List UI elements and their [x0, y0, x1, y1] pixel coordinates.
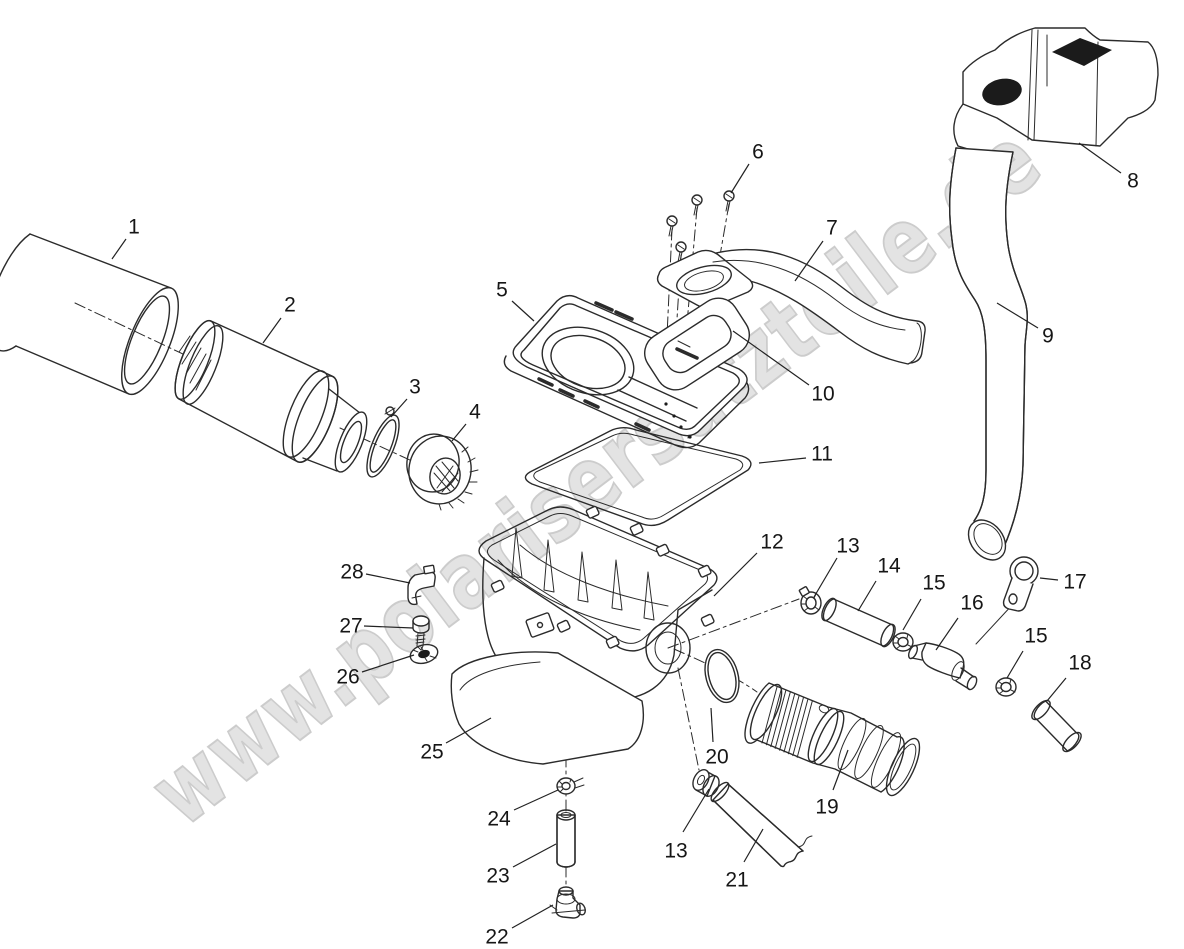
callout-label-14-13: 14 [877, 555, 901, 578]
callout-leader-26-27 [361, 654, 415, 673]
callout-leader-9-8 [996, 302, 1039, 329]
part-13-clamp-upper [798, 586, 822, 615]
callout-leader-13-22 [682, 788, 710, 833]
part-28-clip [407, 564, 436, 606]
callout-leader-15-17 [1006, 650, 1024, 679]
callout-leader-11-10 [758, 457, 807, 464]
part-27-screw [412, 615, 430, 651]
part-3-clamp [366, 406, 400, 478]
part-11-cover-seal [524, 427, 752, 527]
callout-label-7-6: 7 [826, 217, 838, 240]
callout-label-1-0: 1 [128, 216, 140, 239]
part-16-check-valve [907, 642, 978, 691]
callout-leader-22-23 [511, 904, 554, 929]
callout-leader-12-11 [713, 552, 758, 597]
callout-leader-17-16 [1039, 577, 1059, 581]
callout-leader-23-24 [512, 843, 557, 868]
screw-icon [666, 215, 678, 237]
callout-label-20-20: 20 [705, 746, 728, 769]
callout-label-22-23: 22 [485, 926, 508, 949]
part-25-side-cover [450, 651, 645, 765]
callout-label-13-22: 13 [664, 840, 687, 863]
part-23-drain-tube [556, 809, 576, 868]
part-10-gasket-frame [644, 297, 750, 391]
part-1-filter-cover-tube [0, 233, 179, 396]
part-2-filter-element [174, 319, 368, 473]
part-19-intake-boot [744, 682, 921, 797]
callout-label-12-11: 12 [760, 531, 783, 554]
callout-label-26-27: 26 [336, 666, 359, 689]
callout-leader-27-28 [363, 625, 414, 629]
callout-label-27-28: 27 [339, 615, 362, 638]
callout-label-21-21: 21 [725, 869, 748, 892]
callout-label-6-5: 6 [752, 141, 764, 164]
callout-leader-5-4 [511, 300, 535, 322]
part-7-intake-duct [656, 248, 926, 365]
part-20-o-ring [704, 648, 740, 704]
part-13-grommet-lower [692, 769, 720, 797]
callout-label-16-15: 16 [960, 592, 983, 615]
callout-leader-16-15 [935, 617, 959, 651]
part-6-screws [666, 190, 735, 263]
callout-label-24-25: 24 [487, 808, 511, 831]
callout-label-19-19: 19 [815, 796, 838, 819]
callout-label-25-26: 25 [420, 741, 443, 764]
part-14-vent-hose [821, 597, 896, 648]
callout-leader-21-21 [743, 828, 764, 863]
part-15-nut-second [995, 677, 1017, 697]
part-8-foam-block [953, 27, 1159, 153]
callout-label-17-16: 17 [1063, 571, 1086, 594]
callout-label-23-24: 23 [486, 865, 509, 888]
callout-leader-8-7 [1078, 142, 1122, 174]
callout-leader-15-14 [902, 598, 922, 631]
callout-leader-24-25 [513, 789, 559, 811]
callout-label-4-3: 4 [469, 401, 481, 424]
callout-leader-4-3 [451, 423, 467, 442]
part-17-p-clamp [975, 556, 1039, 645]
callout-leader-14-13 [857, 580, 877, 612]
callout-leader-7-6 [794, 240, 824, 282]
callout-label-10-9: 10 [811, 383, 834, 406]
callout-label-9-8: 9 [1042, 325, 1054, 348]
parts-linework [0, 27, 1159, 919]
screw-icon [691, 194, 703, 216]
callout-label-11-10: 11 [811, 443, 833, 466]
callout-label-28-29: 28 [340, 561, 363, 584]
callout-leader-6-5 [730, 163, 750, 194]
part-24-drain-clamp [556, 777, 585, 795]
screw-icon [723, 190, 735, 212]
part-4-ring-nut [406, 433, 479, 511]
part-26-washer [409, 643, 439, 665]
callout-leader-25-26 [445, 717, 492, 744]
callout-label-5-4: 5 [496, 279, 508, 302]
part-9-snorkel-tube [948, 147, 1028, 561]
callout-label-2-1: 2 [284, 294, 296, 317]
callout-label-3-2: 3 [409, 376, 421, 399]
callout-leader-18-18 [1046, 677, 1067, 702]
callout-leader-3-2 [390, 398, 408, 418]
callout-leader-1-0 [111, 238, 127, 260]
callout-leader-2-1 [262, 317, 282, 344]
callout-leader-10-9 [732, 330, 810, 386]
callout-leader-20-20 [710, 707, 714, 743]
callout-label-15-14: 15 [922, 572, 945, 595]
callout-label-8-7: 8 [1127, 170, 1139, 193]
callout-leader-13-12 [813, 557, 838, 598]
part-15-nut-first [892, 632, 914, 652]
part-22-drain-fitting [549, 886, 586, 919]
callout-label-13-12: 13 [836, 535, 859, 558]
part-21-drain-hose [710, 781, 813, 868]
callout-leader-28-29 [365, 573, 411, 584]
callout-label-15-17: 15 [1024, 625, 1047, 648]
callout-label-18-18: 18 [1068, 652, 1091, 675]
part-18-vent-hose [1031, 699, 1082, 753]
callout-leader-19-19 [832, 749, 849, 791]
screw-icon [675, 241, 687, 263]
